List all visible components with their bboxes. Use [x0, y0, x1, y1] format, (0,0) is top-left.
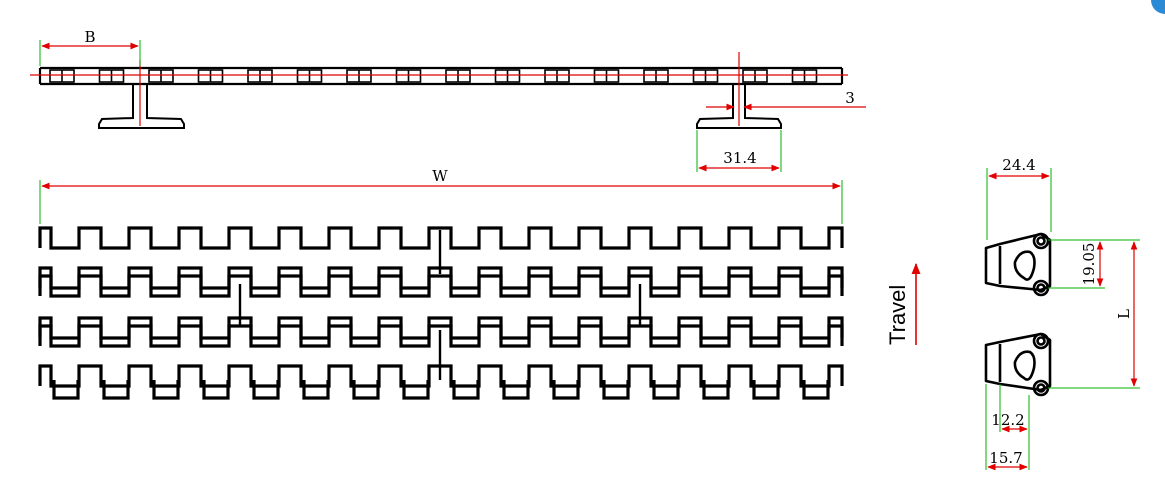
top-view-belt: [38, 66, 844, 86]
dim-15-7-label: 15.7: [989, 449, 1022, 467]
travel-indicator: Travel: [885, 262, 921, 345]
dim-3-label: 3: [845, 89, 855, 107]
travel-label: Travel: [885, 285, 910, 345]
belt-row-edge: [38, 324, 844, 348]
dim-w: W: [39, 167, 843, 224]
dim-w-label: W: [432, 167, 448, 185]
dim-19-05: 19.05: [1080, 241, 1104, 287]
side-view: 24.4: [984, 156, 1140, 471]
dim-19-05-label: 19.05: [1080, 243, 1098, 286]
plan-view: W: [38, 167, 844, 400]
belt-row-edge: [38, 226, 844, 250]
dim-12-2: 12.2: [991, 411, 1028, 433]
corner-badge: [1151, 0, 1165, 14]
dim-24-4-label: 24.4: [1002, 156, 1035, 174]
plan-view-seams: [238, 230, 642, 380]
side-view-modules: [984, 232, 1052, 397]
right-support: [696, 52, 782, 129]
dim-b-label: B: [84, 28, 95, 46]
dim-31-4-label: 31.4: [723, 149, 756, 167]
side-view-extensions: [985, 239, 1140, 470]
dim-15-7: 15.7: [987, 449, 1028, 471]
dim-24-4: 24.4: [986, 156, 1052, 240]
top-view: B 3 31.4: [30, 28, 866, 172]
dim-b: B: [39, 28, 141, 66]
dim-l: L: [1115, 241, 1138, 387]
belt-bottom-teeth: [52, 380, 830, 400]
dim-3: 3: [706, 89, 866, 111]
dim-12-2-label: 12.2: [991, 411, 1024, 429]
belt-row-edge: [38, 316, 844, 340]
left-support: [98, 60, 185, 129]
dim-31-4: 31.4: [696, 130, 782, 172]
belt-row-edge: [38, 274, 844, 298]
top-view-modules: [49, 69, 818, 83]
dim-l-label: L: [1115, 309, 1133, 319]
